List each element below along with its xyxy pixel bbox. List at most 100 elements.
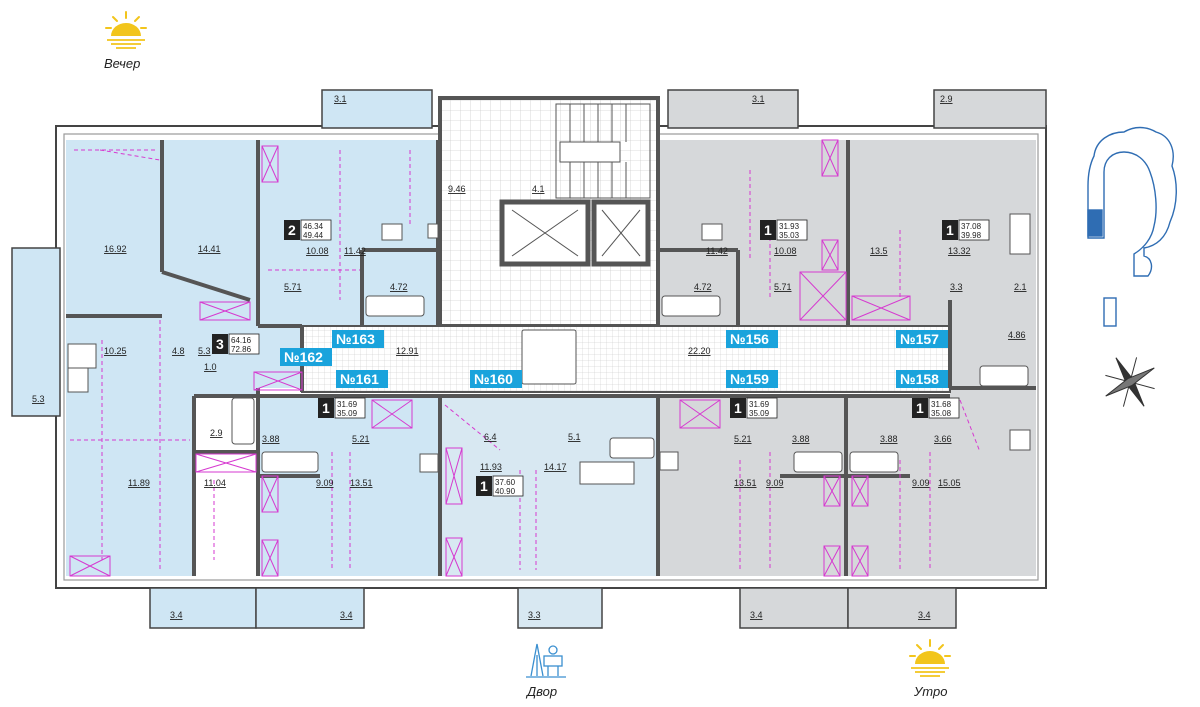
area-label: 3.4 [170,610,183,620]
area-label: 9.09 [316,478,334,488]
apartment-number: №160 [474,371,513,387]
room-area-labels: 3.1 3.1 2.9 9.46 4.1 16.92 14.41 10.08 1… [32,94,1027,620]
area-total: 35.09 [337,409,358,418]
area-label: 9.09 [766,478,784,488]
area-total: 35.09 [749,409,770,418]
badge-apartment-160[interactable]: №160 [470,370,522,388]
apartment-info-tags: 2 46.34 49.44 3 64.16 72.86 1 31.69 35.0… [212,219,990,497]
area-label: 3.4 [918,610,931,620]
apartment-160[interactable] [440,396,658,576]
morning-label: Утро [914,684,948,699]
room-count: 1 [946,222,954,238]
badge-apartment-158[interactable]: №158 [896,370,948,388]
badge-apartment-162[interactable]: №162 [280,348,332,366]
apartment-number: №159 [730,371,769,387]
apartment-156[interactable] [658,140,848,326]
room-count: 1 [764,222,772,238]
building-locator-icon [1087,126,1177,327]
area-label: 3.3 [528,610,541,620]
dashed-zones [70,149,981,570]
area-label: 2.1 [1014,282,1027,292]
area-label: 2.9 [210,428,223,438]
area-label: 10.25 [104,346,127,356]
area-label: 9.46 [448,184,466,194]
info-apartment-160: 1 37.60 40.90 [476,475,524,497]
area-label: 5.3 [198,346,211,356]
apartment-161[interactable] [258,396,440,576]
area-label: 16.92 [104,244,127,254]
area-label: 22.20 [688,346,711,356]
area-label: 12.91 [396,346,419,356]
area-label: 11.42 [344,246,366,256]
area-label: 5.21 [734,434,752,444]
info-apartment-158: 1 31.68 35.08 [912,397,960,419]
area-label: 5.71 [284,282,302,292]
area-label: 2.9 [940,94,953,104]
apartment-number: №163 [336,331,375,347]
compass-rose-icon [1105,357,1155,407]
area-label: 4.72 [390,282,408,292]
apartment-number: №161 [340,371,379,387]
area-label: 13.51 [350,478,373,488]
area-label: 9.09 [912,478,930,488]
sunrise-icon [909,639,951,677]
room-count: 2 [288,222,296,238]
area-label: 11.42 [706,246,728,256]
badge-apartment-161[interactable]: №161 [336,370,388,388]
apartment-number: №156 [730,331,769,347]
area-label: 4.8 [172,346,185,356]
badge-apartment-159[interactable]: №159 [726,370,778,388]
area-label: 3.1 [334,94,347,104]
apartment-number-badges[interactable]: №163 №162 №161 №160 №156 №159 №157 №158 [280,330,948,388]
info-apartment-159: 1 31.69 35.09 [730,397,778,419]
info-apartment-163: 2 46.34 49.44 [284,219,332,241]
room-count: 1 [916,400,924,416]
info-apartment-162: 3 64.16 72.86 [212,333,260,355]
area-label: 4.86 [1008,330,1026,340]
area-total: 35.03 [779,231,800,240]
info-apartment-157: 1 37.08 39.98 [942,219,990,241]
area-label: 3.88 [792,434,810,444]
area-label: 5.3 [32,394,45,404]
area-living: 64.16 [231,336,252,345]
area-total: 40.90 [495,487,516,496]
area-label: 11.93 [480,462,502,472]
info-apartment-161: 1 31.69 35.09 [318,397,366,419]
area-total: 39.98 [961,231,982,240]
badge-apartment-157[interactable]: №157 [896,330,948,348]
area-living: 31.68 [931,400,952,409]
info-apartment-156: 1 31.93 35.03 [760,219,808,241]
area-label: 11.89 [128,478,150,488]
area-label: 3.66 [934,434,952,444]
area-label: 3.3 [950,282,963,292]
area-label: 3.4 [340,610,353,620]
area-label: 13.32 [948,246,971,256]
badge-apartment-156[interactable]: №156 [726,330,778,348]
apartment-159[interactable] [658,396,846,576]
area-label: 13.51 [734,478,757,488]
apartment-162[interactable] [66,140,302,576]
area-total: 49.44 [303,231,324,240]
apartment-158[interactable] [846,388,1036,576]
room-count: 1 [322,400,330,416]
evening-label: Вечер [104,56,141,71]
yard-label: Двор [527,684,558,699]
area-label: 5.1 [568,432,581,442]
staircase [555,103,651,199]
area-living: 37.08 [961,222,982,231]
area-living: 46.34 [303,222,324,231]
apartment-number: №162 [284,349,323,365]
elevator-shafts [499,199,651,267]
apartment-number: №157 [900,331,939,347]
area-label: 10.08 [774,246,797,256]
area-label: 3.88 [880,434,898,444]
area-label: 5.21 [352,434,370,444]
area-living: 37.60 [495,478,516,487]
area-label: 3.1 [752,94,765,104]
area-label: 13.5 [870,246,888,256]
badge-apartment-163[interactable]: №163 [332,330,384,348]
area-living: 31.69 [337,400,358,409]
area-living: 31.93 [779,222,800,231]
left-loggia [11,247,61,417]
